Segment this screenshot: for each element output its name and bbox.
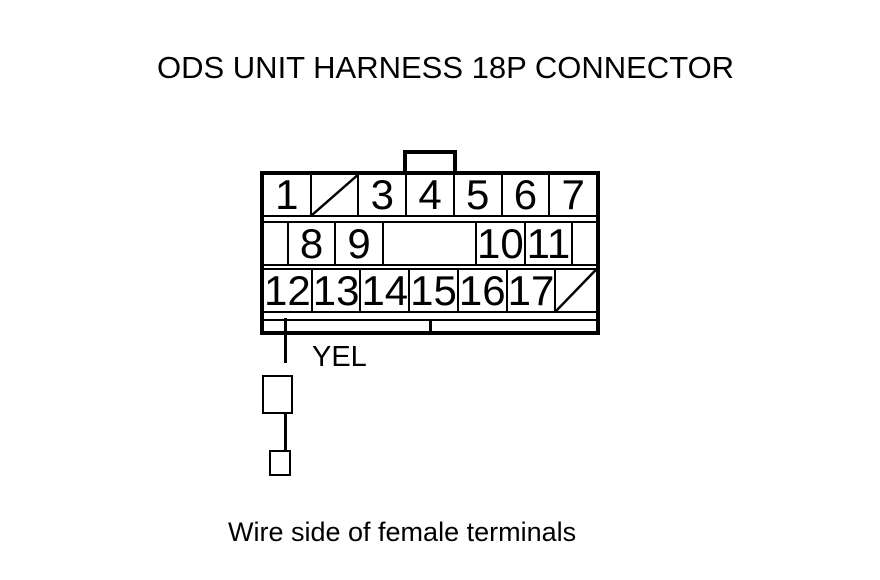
wire-lead-upper xyxy=(284,318,287,363)
pin-cell-10: 10 xyxy=(476,219,526,267)
wire-color-label: YEL xyxy=(312,341,367,373)
pin-cell-12: 12 xyxy=(264,266,313,314)
pin-row-top: 1 3 4 5 6 7 xyxy=(264,171,596,218)
pin-cell-9: 9 xyxy=(336,222,384,264)
diagram-caption: Wire side of female terminals xyxy=(228,517,577,547)
connector-retainer-strip xyxy=(264,319,596,331)
spacer-cell-right xyxy=(573,223,596,264)
wire-lead-lower xyxy=(284,412,287,452)
blocked-pin-cell-18 xyxy=(556,270,596,311)
diagonal-slash-icon xyxy=(556,270,596,311)
pin-row-middle: 8 9 10 11 xyxy=(264,221,596,266)
diagonal-slash-icon xyxy=(312,175,358,215)
pin-cell-16: 16 xyxy=(458,266,508,314)
pin-cell-1: 1 xyxy=(264,174,312,216)
blank-cell-middle xyxy=(384,223,477,264)
spacer-cell-left xyxy=(264,223,289,264)
pin-cell-14: 14 xyxy=(361,266,411,314)
pin-cell-15: 15 xyxy=(410,266,459,314)
pin-cell-7: 7 xyxy=(561,171,585,218)
terminal-symbol-small xyxy=(269,450,291,476)
terminal-symbol-large xyxy=(262,375,293,414)
pin-cell-11: 11 xyxy=(526,222,574,264)
pin-cell-4: 4 xyxy=(407,174,455,216)
pin-row-bottom: 12 13 14 15 16 17 xyxy=(264,268,596,313)
connector-body: 1 3 4 5 6 7 8 9 10 11 12 1 xyxy=(260,171,600,335)
pin-cell-5: 5 xyxy=(455,174,503,216)
pin-cell-3: 3 xyxy=(359,174,408,216)
pin-cell-17: 17 xyxy=(507,266,557,314)
pin-cell-6: 6 xyxy=(503,174,551,216)
blocked-pin-cell-2 xyxy=(312,175,360,215)
diagram-title: ODS UNIT HARNESS 18P CONNECTOR xyxy=(157,50,735,85)
retainer-strip-divider xyxy=(429,321,432,331)
pin-cell-8: 8 xyxy=(289,222,337,264)
pin-cell-13: 13 xyxy=(312,266,362,314)
